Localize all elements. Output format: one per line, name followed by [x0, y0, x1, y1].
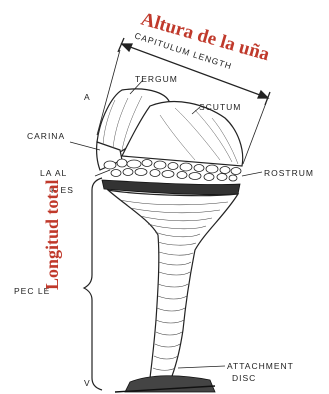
scutum-label: SCUTUM — [199, 102, 241, 112]
tergum-label: TERGUM — [135, 74, 178, 84]
attachment-label-1: ATTACHMENT — [227, 361, 294, 371]
tick-bottom-label: V — [84, 378, 91, 388]
carina-label: CARINA — [27, 131, 65, 141]
total-length-bracket — [84, 178, 102, 390]
tick-top-label: A — [84, 92, 91, 102]
peduncle-stalk — [108, 190, 238, 378]
attachment-disc — [115, 376, 215, 392]
attachment-label-2: DISC — [232, 373, 256, 383]
rostrum-label: ROSTRUM — [264, 168, 314, 178]
lateral-plates-label-1: LA AL — [40, 168, 67, 178]
longitud-total-label: Longitud total — [42, 179, 62, 290]
